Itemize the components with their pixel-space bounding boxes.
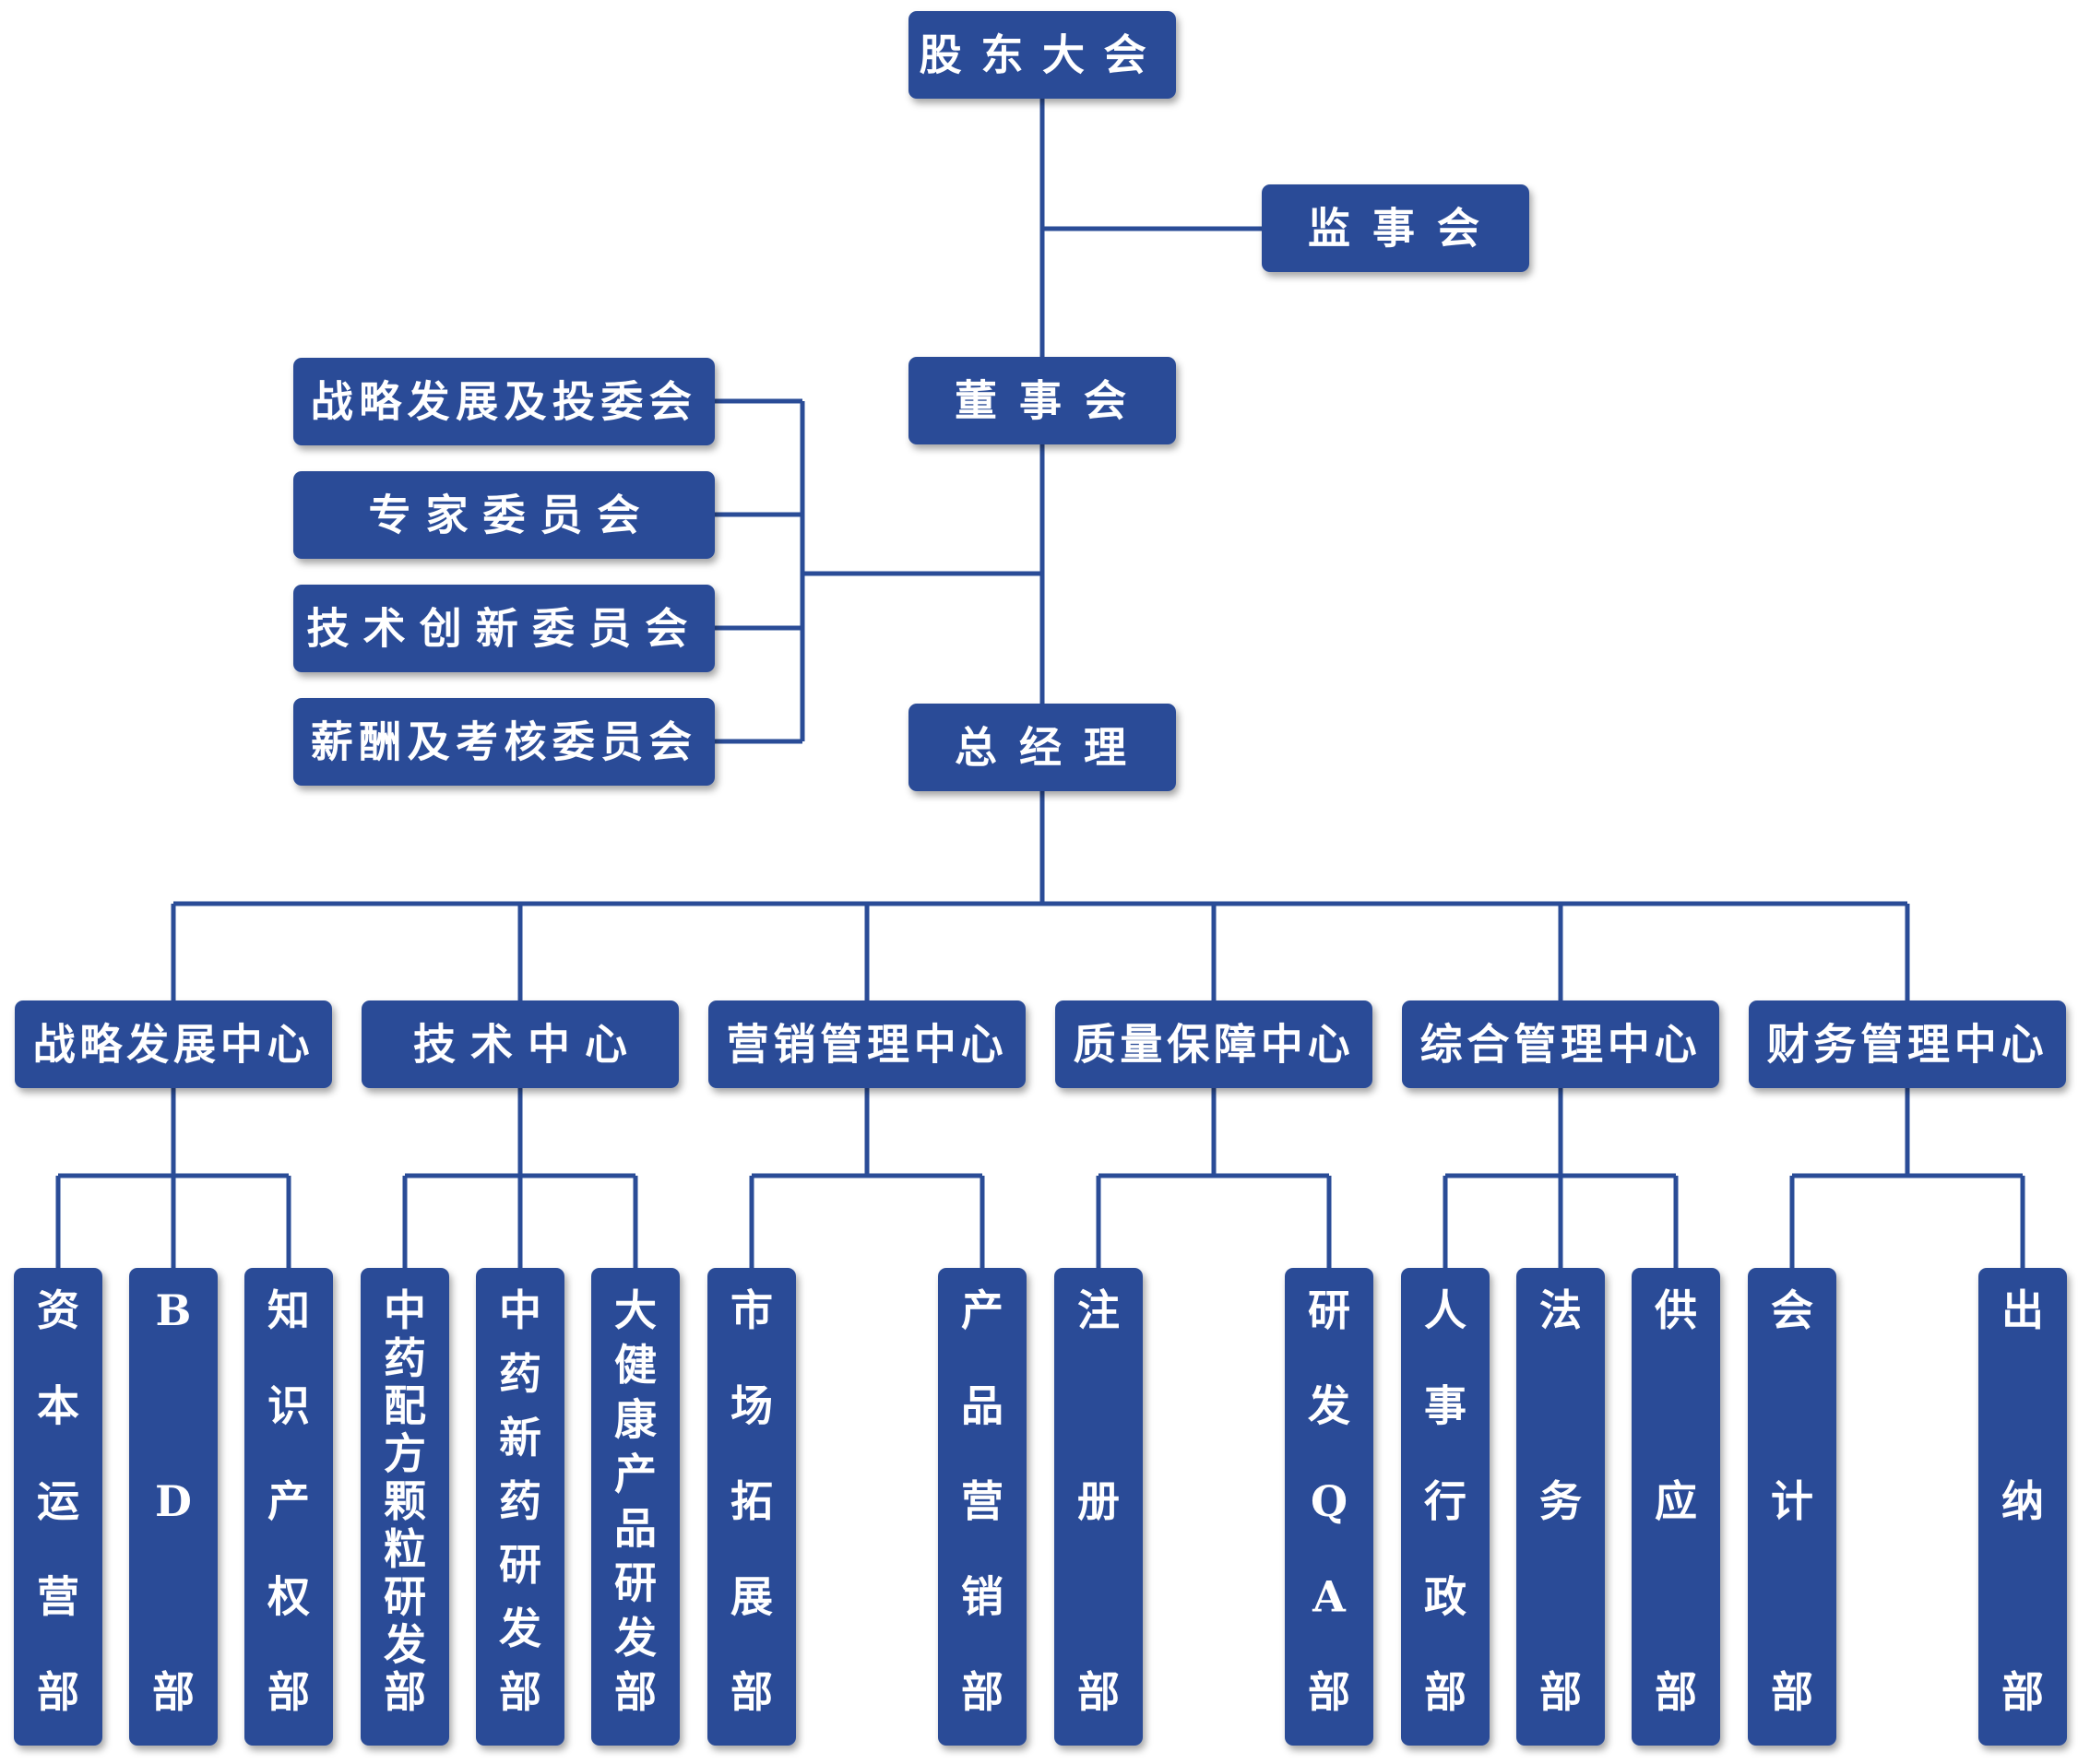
dept-node-3-0-label: 注册部 [1077, 1285, 1120, 1717]
dept-node-1-2: 大健康产品研发部 [591, 1268, 680, 1746]
dept-node-1-1: 中药新药研发部 [476, 1268, 564, 1746]
supervisors-node: 监 事 会 [1262, 184, 1529, 272]
committee-node-1: 专 家 委 员 会 [293, 471, 715, 559]
committee-node-2: 技术创新委员会 [293, 585, 715, 672]
connector-lines [55, 97, 2025, 1271]
center-node-1: 技 术 中 心 [362, 1000, 679, 1088]
dept-node-5-1: 出纳部 [1978, 1268, 2067, 1746]
dept-node-3-0: 注册部 [1054, 1268, 1143, 1746]
general-manager-node: 总 经 理 [908, 704, 1176, 791]
dept-node-4-1-label: 法务部 [1539, 1285, 1582, 1717]
board-node: 董 事 会 [908, 357, 1176, 444]
dept-node-2-0: 市场拓展部 [707, 1268, 796, 1746]
dept-node-4-0: 人事行政部 [1401, 1268, 1490, 1746]
dept-node-0-0: 资本运营部 [14, 1268, 102, 1746]
dept-node-4-2-label: 供应部 [1655, 1285, 1697, 1717]
board-node-label: 董 事 会 [955, 376, 1130, 426]
dept-node-0-2-label: 知识产权部 [267, 1285, 310, 1717]
committee-node-1-label: 专 家 委 员 会 [368, 491, 639, 540]
dept-node-5-0: 会计部 [1748, 1268, 1836, 1746]
dept-node-4-0-label: 人事行政部 [1424, 1285, 1466, 1717]
supervisors-node-label: 监 事 会 [1308, 204, 1483, 254]
center-node-1-label: 技 术 中 心 [413, 1020, 627, 1070]
dept-node-1-0-label: 中药配方颗粒研发部 [384, 1285, 426, 1717]
center-node-4: 综合管理中心 [1402, 1000, 1719, 1088]
center-node-3-label: 质量保障中心 [1074, 1020, 1355, 1070]
center-node-0-label: 战略发展中心 [33, 1020, 315, 1070]
dept-node-5-1-label: 出纳部 [2001, 1285, 2044, 1717]
dept-node-1-0: 中药配方颗粒研发部 [361, 1268, 449, 1746]
dept-node-2-0-label: 市场拓展部 [730, 1285, 773, 1717]
committee-node-0: 战略发展及投委会 [293, 358, 715, 445]
shareholders-node-label: 股东大会 [920, 30, 1166, 80]
center-node-5: 财务管理中心 [1749, 1000, 2066, 1088]
dept-node-4-1: 法务部 [1516, 1268, 1605, 1746]
center-node-0: 战略发展中心 [15, 1000, 332, 1088]
shareholders-node: 股东大会 [908, 11, 1176, 99]
committee-node-2-label: 技术创新委员会 [306, 604, 701, 654]
committee-node-0-label: 战略发展及投委会 [311, 377, 697, 427]
dept-node-1-1-label: 中药新药研发部 [499, 1285, 541, 1717]
dept-node-4-2: 供应部 [1632, 1268, 1720, 1746]
dept-node-0-2: 知识产权部 [244, 1268, 333, 1746]
committee-node-3-label: 薪酬及考核委员会 [311, 717, 697, 767]
general-manager-node-label: 总 经 理 [955, 723, 1130, 773]
center-node-2: 营销管理中心 [708, 1000, 1026, 1088]
committee-node-3: 薪酬及考核委员会 [293, 698, 715, 786]
center-node-4-label: 综合管理中心 [1420, 1020, 1702, 1070]
center-node-2-label: 营销管理中心 [727, 1020, 1008, 1070]
center-node-5-label: 财务管理中心 [1767, 1020, 2048, 1070]
dept-node-1-2-label: 大健康产品研发部 [614, 1285, 657, 1717]
dept-node-5-0-label: 会计部 [1771, 1285, 1813, 1717]
dept-node-2-1: 产品营销部 [938, 1268, 1027, 1746]
center-node-3: 质量保障中心 [1055, 1000, 1372, 1088]
dept-node-0-0-label: 资本运营部 [37, 1285, 79, 1717]
dept-node-2-1-label: 产品营销部 [961, 1285, 1003, 1717]
